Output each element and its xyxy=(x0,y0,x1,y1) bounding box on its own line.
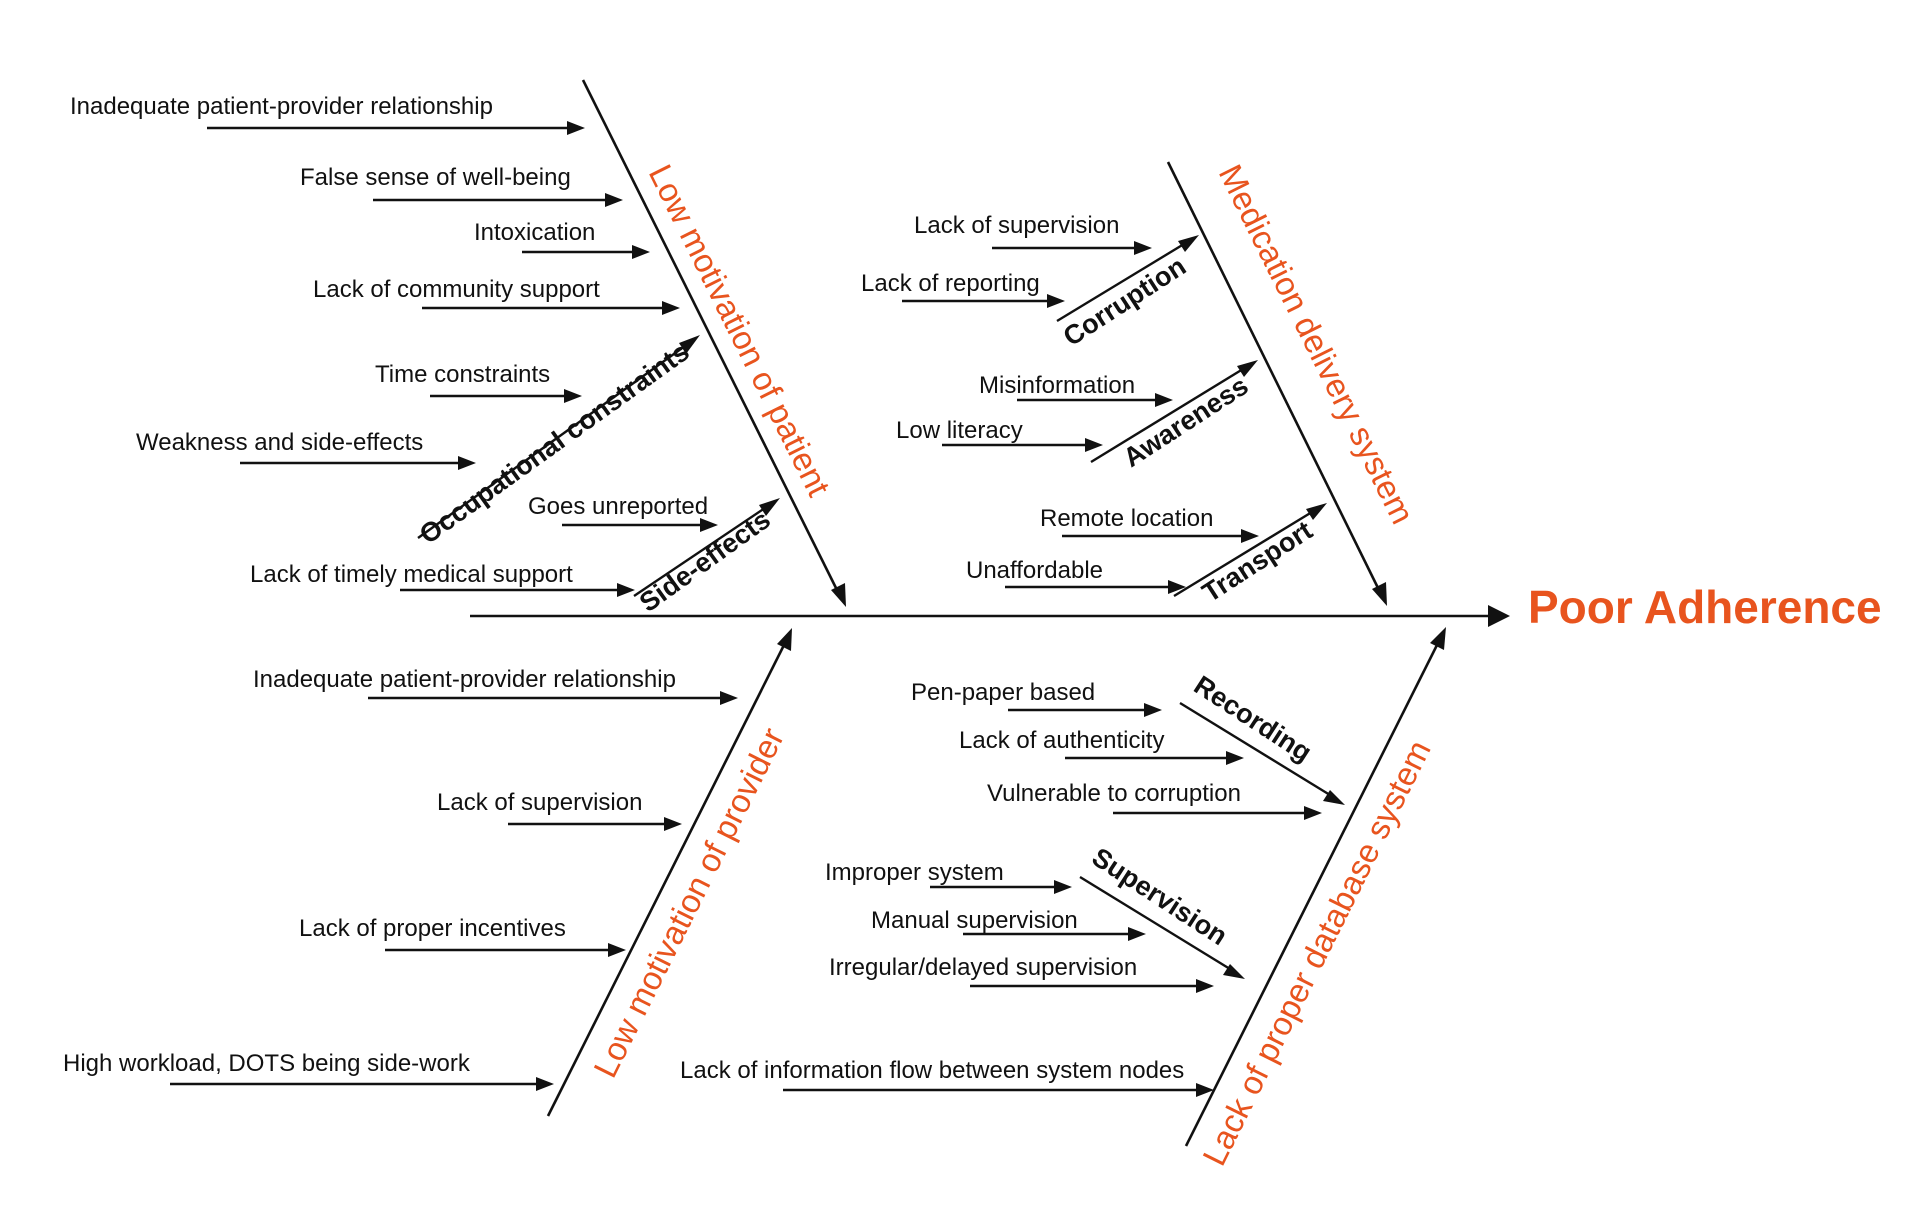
cause-lack-supervision-med: Lack of supervision xyxy=(914,212,1152,255)
subcategory-transport: Transport xyxy=(1197,515,1318,608)
cause-remote-location: Remote location xyxy=(1040,505,1259,543)
cause-time-constraints: Time constraints xyxy=(375,361,582,403)
svg-text:Lack of authenticity: Lack of authenticity xyxy=(959,727,1164,754)
svg-text:Lack of timely medical support: Lack of timely medical support xyxy=(250,561,573,588)
bone-provider-arrowhead xyxy=(777,628,792,651)
cause-patient-relationship: Inadequate patient-provider relationship xyxy=(70,93,585,135)
subcategory-awareness: Awareness xyxy=(1118,370,1254,473)
bone-occupational xyxy=(417,345,686,539)
svg-text:Pen-paper based: Pen-paper based xyxy=(911,679,1095,706)
svg-text:Lack of supervision: Lack of supervision xyxy=(437,789,642,816)
category-patient: Low motivation of patient xyxy=(642,159,838,502)
bone-database-arrowhead xyxy=(1430,627,1446,650)
bone-occupational-arrowhead xyxy=(679,335,700,354)
cause-manual-supervision: Manual supervision xyxy=(871,907,1146,941)
bone-supervision-arrowhead xyxy=(1223,964,1245,979)
bone-medication xyxy=(1166,161,1380,589)
svg-text:Intoxication: Intoxication xyxy=(474,219,595,246)
svg-text:Lack of proper incentives: Lack of proper incentives xyxy=(299,915,566,942)
svg-text:Lack of community support: Lack of community support xyxy=(313,276,600,303)
cause-timely-support: Lack of timely medical support xyxy=(250,561,635,597)
main-spine-arrowhead xyxy=(1488,605,1510,627)
cause-goes-unreported: Goes unreported xyxy=(528,493,718,532)
cause-provider-relationship: Inadequate patient-provider relationship xyxy=(253,666,738,705)
svg-text:Misinformation: Misinformation xyxy=(979,372,1135,399)
cause-intoxication: Intoxication xyxy=(474,219,650,259)
svg-text:Weakness and side-effects: Weakness and side-effects xyxy=(136,429,423,456)
svg-text:False sense of well-being: False sense of well-being xyxy=(300,164,571,191)
cause-irregular-supervision: Irregular/delayed supervision xyxy=(829,954,1214,993)
cause-pen-paper: Pen-paper based xyxy=(911,679,1162,717)
bone-recording xyxy=(1179,701,1331,797)
svg-text:Remote location: Remote location xyxy=(1040,505,1213,532)
cause-info-flow: Lack of information flow between system … xyxy=(680,1057,1214,1097)
cause-vulnerable: Vulnerable to corruption xyxy=(987,780,1322,820)
cause-misinformation: Misinformation xyxy=(979,372,1173,407)
category-provider: Low motivation of provider xyxy=(586,722,791,1083)
svg-text:Improper system: Improper system xyxy=(825,859,1004,886)
svg-text:Time constraints: Time constraints xyxy=(375,361,550,388)
cause-weakness: Weakness and side-effects xyxy=(136,429,476,470)
svg-text:Inadequate patient-provider re: Inadequate patient-provider relationship xyxy=(70,93,493,120)
bone-awareness-arrowhead xyxy=(1237,360,1258,377)
cause-unaffordable: Unaffordable xyxy=(966,557,1186,594)
svg-text:High workload, DOTS being side: High workload, DOTS being side-work xyxy=(63,1050,471,1077)
svg-text:Lack of supervision: Lack of supervision xyxy=(914,212,1119,239)
svg-text:Inadequate patient-provider re: Inadequate patient-provider relationship xyxy=(253,666,676,693)
cause-improper-system: Improper system xyxy=(825,859,1072,894)
category-medication: Medication delivery system xyxy=(1212,159,1422,530)
bone-corruption-arrowhead xyxy=(1178,235,1199,252)
svg-text:Low literacy: Low literacy xyxy=(896,417,1023,444)
bone-medication-arrowhead xyxy=(1372,582,1387,606)
cause-workload: High workload, DOTS being side-work xyxy=(63,1050,554,1091)
effect-label: Poor Adherence xyxy=(1528,581,1882,633)
cause-lack-supervision-prov: Lack of supervision xyxy=(437,789,682,831)
svg-text:Lack of reporting: Lack of reporting xyxy=(861,270,1040,297)
cause-incentives: Lack of proper incentives xyxy=(299,915,626,957)
cause-low-literacy: Low literacy xyxy=(896,417,1103,452)
bone-awareness xyxy=(1090,367,1244,464)
bone-transport-arrowhead xyxy=(1306,503,1327,520)
bone-patient xyxy=(581,79,839,591)
bone-supervision xyxy=(1079,875,1231,971)
svg-text:Goes unreported: Goes unreported xyxy=(528,493,708,520)
bone-transport xyxy=(1173,510,1313,598)
svg-text:Unaffordable: Unaffordable xyxy=(966,557,1103,584)
bone-side-effects-arrowhead xyxy=(759,498,780,516)
cause-false-sense: False sense of well-being xyxy=(300,164,623,207)
svg-text:Manual supervision: Manual supervision xyxy=(871,907,1078,934)
svg-text:Irregular/delayed supervision: Irregular/delayed supervision xyxy=(829,954,1137,981)
bone-database xyxy=(1184,644,1439,1147)
cause-lack-reporting: Lack of reporting xyxy=(861,270,1065,308)
bone-recording-arrowhead xyxy=(1323,790,1345,805)
bone-patient-arrowhead xyxy=(831,583,846,607)
bone-corruption xyxy=(1056,242,1185,323)
svg-text:Vulnerable to corruption: Vulnerable to corruption xyxy=(987,780,1241,807)
subcategory-corruption: Corruption xyxy=(1058,251,1191,352)
svg-text:Lack of information flow betwe: Lack of information flow between system … xyxy=(680,1057,1184,1084)
bone-provider xyxy=(546,644,786,1117)
bone-side-effects xyxy=(633,507,766,597)
cause-authenticity: Lack of authenticity xyxy=(959,727,1244,765)
cause-community-support: Lack of community support xyxy=(313,276,680,315)
